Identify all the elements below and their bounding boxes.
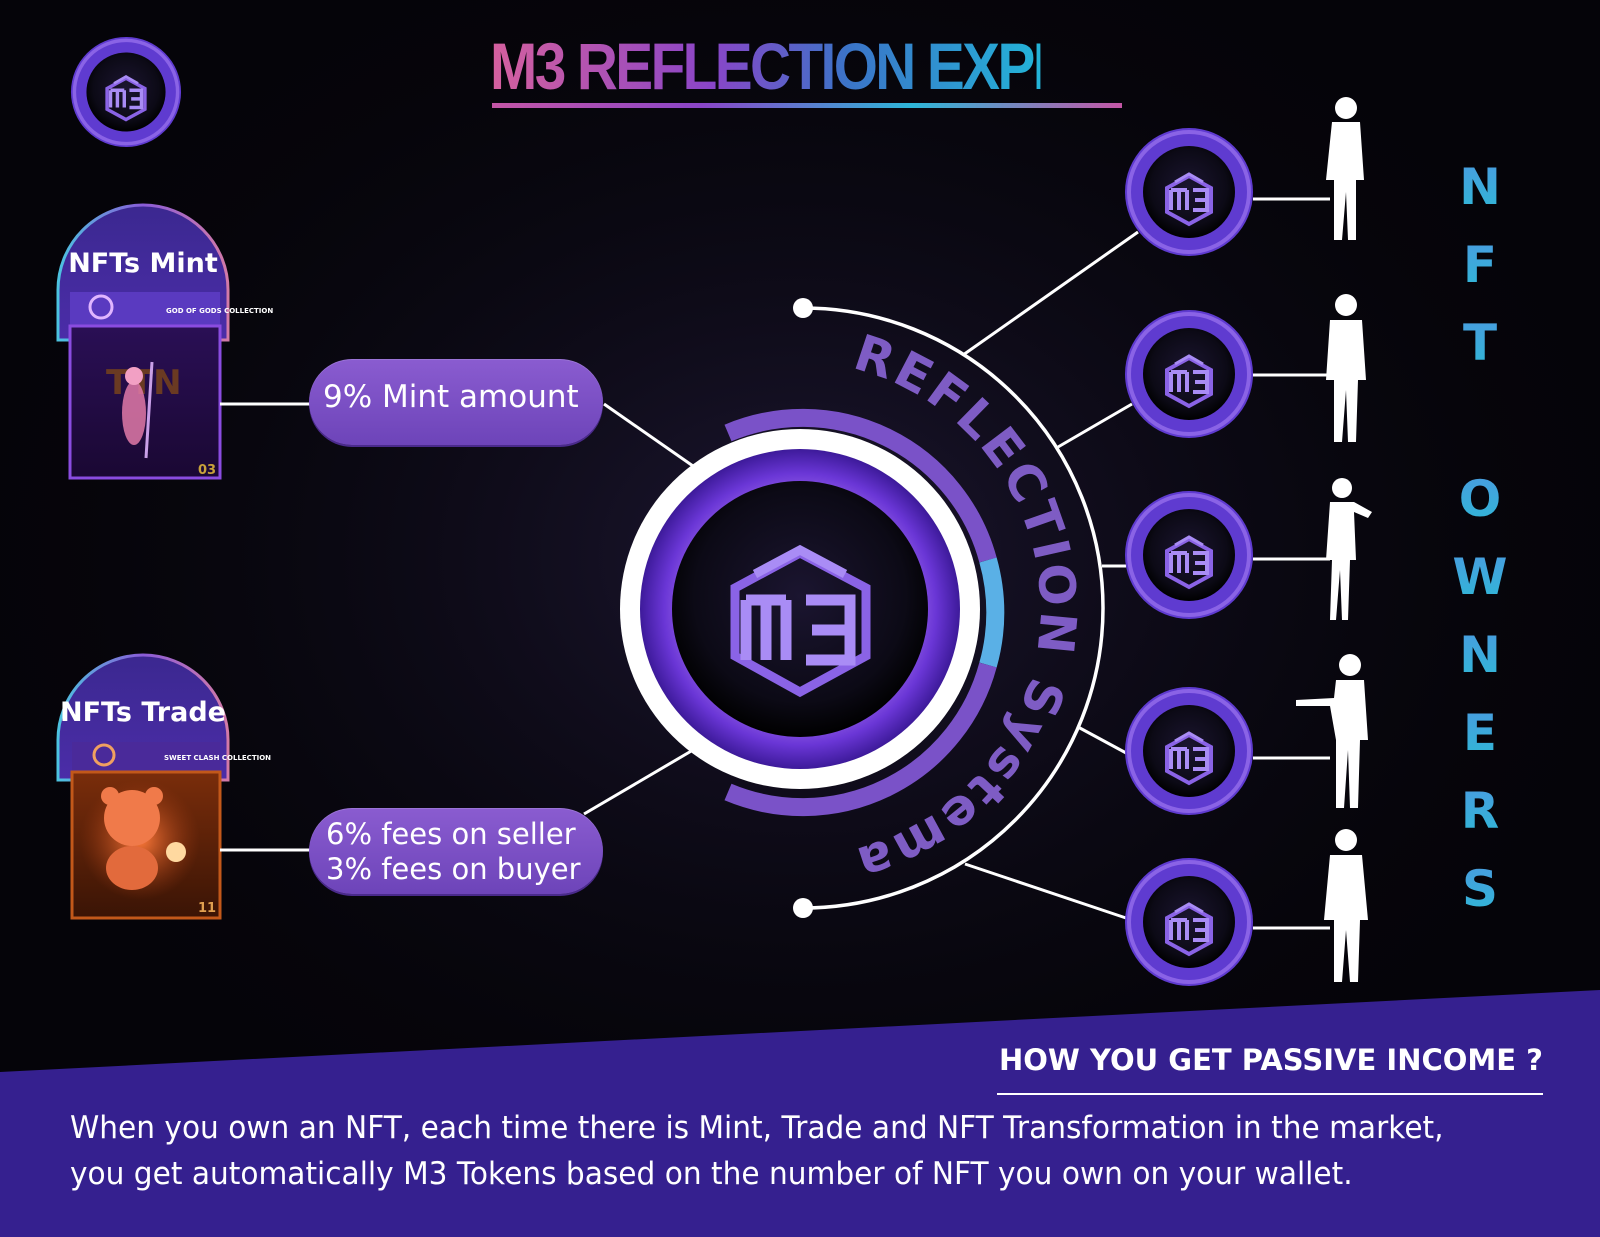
owner-coin-1: [1123, 126, 1255, 258]
person-icon-2: [1326, 294, 1366, 442]
person-icon-1: [1326, 97, 1364, 240]
center-arc-segment-bottom: [724, 662, 997, 817]
owners-letter-9: S: [1450, 860, 1510, 918]
bear-item: [166, 842, 186, 862]
owner-line-5: [964, 862, 1127, 920]
arc-end-bottom: [793, 898, 813, 918]
bottom-banner: [0, 990, 1600, 1237]
nfts-mint-card: TTN 03 GOD OF GODS COLLECTION: [56, 203, 273, 480]
trade-to-center-line: [583, 748, 694, 816]
owners-letter-5: W: [1450, 548, 1510, 606]
title-underline: [492, 103, 1122, 108]
nfts-trade-title: NFTs Trade: [60, 697, 226, 728]
mint-amount-label: 9% Mint amount: [323, 379, 579, 415]
owners-letter-6: N: [1450, 626, 1510, 684]
center-m3-logo-icon: [730, 544, 871, 698]
person-icon-4: [1296, 654, 1368, 808]
center-coin: [672, 481, 928, 737]
banner-line-1: When you own an NFT, each time there is …: [70, 1110, 1444, 1146]
nfts-mint-title: NFTs Mint: [68, 248, 218, 279]
mint-amount-pill: 9% Mint amount: [309, 359, 603, 445]
trade-box-logo-icon: [92, 743, 116, 767]
bear-head-icon: [104, 790, 160, 846]
center-arc-segment-mid: [979, 557, 1005, 668]
passive-income-underline: [997, 1093, 1543, 1095]
mint-figure-head: [125, 367, 143, 385]
person-icon-3: [1326, 478, 1372, 620]
nfts-trade-card: 11 SWEET CLASH COLLECTION: [56, 653, 271, 920]
buyer-fee-label: 3% fees on buyer: [326, 852, 581, 886]
owner-coin-3: [1123, 489, 1255, 621]
seller-fee-label: 6% fees on seller: [326, 817, 576, 851]
bear-ear-left: [101, 787, 119, 805]
trade-badge: 11: [198, 901, 216, 916]
owner-line-1: [962, 230, 1139, 357]
mint-to-center-line: [603, 402, 694, 468]
reflection-arc: [802, 306, 1105, 910]
trade-fees-pill: 6% fees on seller 3% fees on buyer: [309, 808, 603, 894]
mint-box-caption: GOD OF GODS COLLECTION: [166, 307, 273, 315]
owner-coin-5: [1123, 856, 1255, 988]
mint-figure-icon: [122, 381, 146, 445]
arc-end-top: [793, 298, 813, 318]
mint-figure-staff: [144, 361, 154, 459]
owner-line-4: [1077, 725, 1129, 756]
person-icon-5: [1324, 829, 1368, 982]
bear-ear-right: [145, 787, 163, 805]
mint-box-logo-icon: [88, 294, 114, 320]
page-title: M3 REFLECTION EXPLAINED: [490, 26, 1231, 106]
mint-badge: 03: [198, 463, 216, 478]
owner-line-2: [1057, 402, 1133, 449]
owners-letter-4: O: [1450, 470, 1510, 528]
owners-letter-3: T: [1450, 314, 1510, 372]
banner-line-2: you get automatically M3 Tokens based on…: [70, 1156, 1353, 1192]
m3-logo-icon: [69, 35, 183, 149]
owners-letter-1: N: [1450, 158, 1510, 216]
center-arc-segment-top: [724, 408, 997, 563]
bear-body: [106, 846, 158, 890]
owner-coin-4: [1123, 685, 1255, 817]
trade-box-caption: SWEET CLASH COLLECTION: [164, 754, 271, 762]
owners-letter-7: E: [1450, 704, 1510, 762]
passive-income-heading: HOW YOU GET PASSIVE INCOME ?: [999, 1043, 1543, 1077]
owners-letter-8: R: [1450, 782, 1510, 840]
owners-letter-2: F: [1450, 236, 1510, 294]
owner-coin-2: [1123, 308, 1255, 440]
